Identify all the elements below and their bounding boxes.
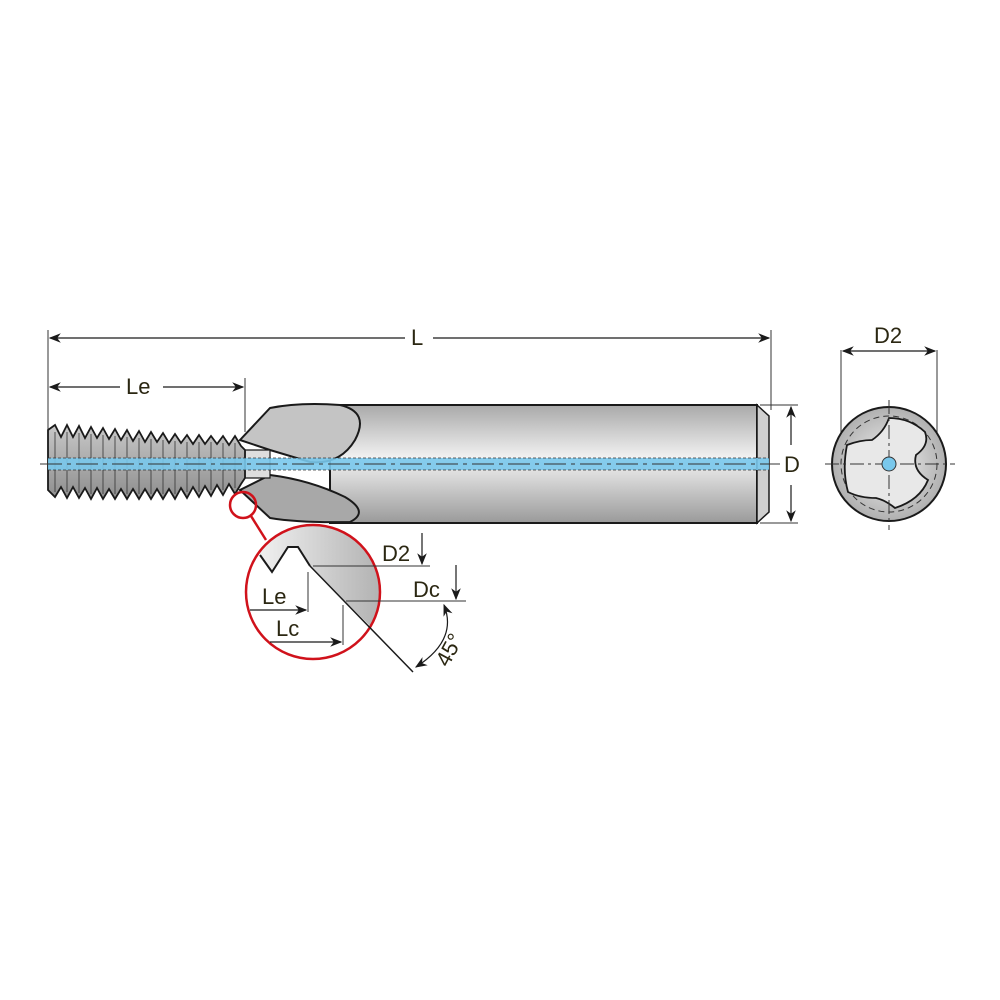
- end-view: D2: [825, 323, 955, 530]
- label-le: Le: [126, 374, 150, 399]
- label-angle-45: 45°: [430, 629, 468, 670]
- coolant-channel: [40, 457, 780, 471]
- label-detail-le: Le: [262, 584, 286, 609]
- label-d: D: [784, 452, 800, 477]
- dimension-l: L: [47, 325, 772, 470]
- label-l: L: [411, 325, 423, 350]
- label-detail-lc: Lc: [276, 616, 299, 641]
- label-detail-dc: Dc: [413, 577, 440, 602]
- detail-callout: D2 Dc Le Lc 45°: [228, 490, 468, 673]
- dimension-le: Le: [48, 374, 246, 432]
- dimension-d: D: [760, 404, 800, 524]
- label-end-d2: D2: [874, 323, 902, 348]
- label-detail-d2: D2: [382, 541, 410, 566]
